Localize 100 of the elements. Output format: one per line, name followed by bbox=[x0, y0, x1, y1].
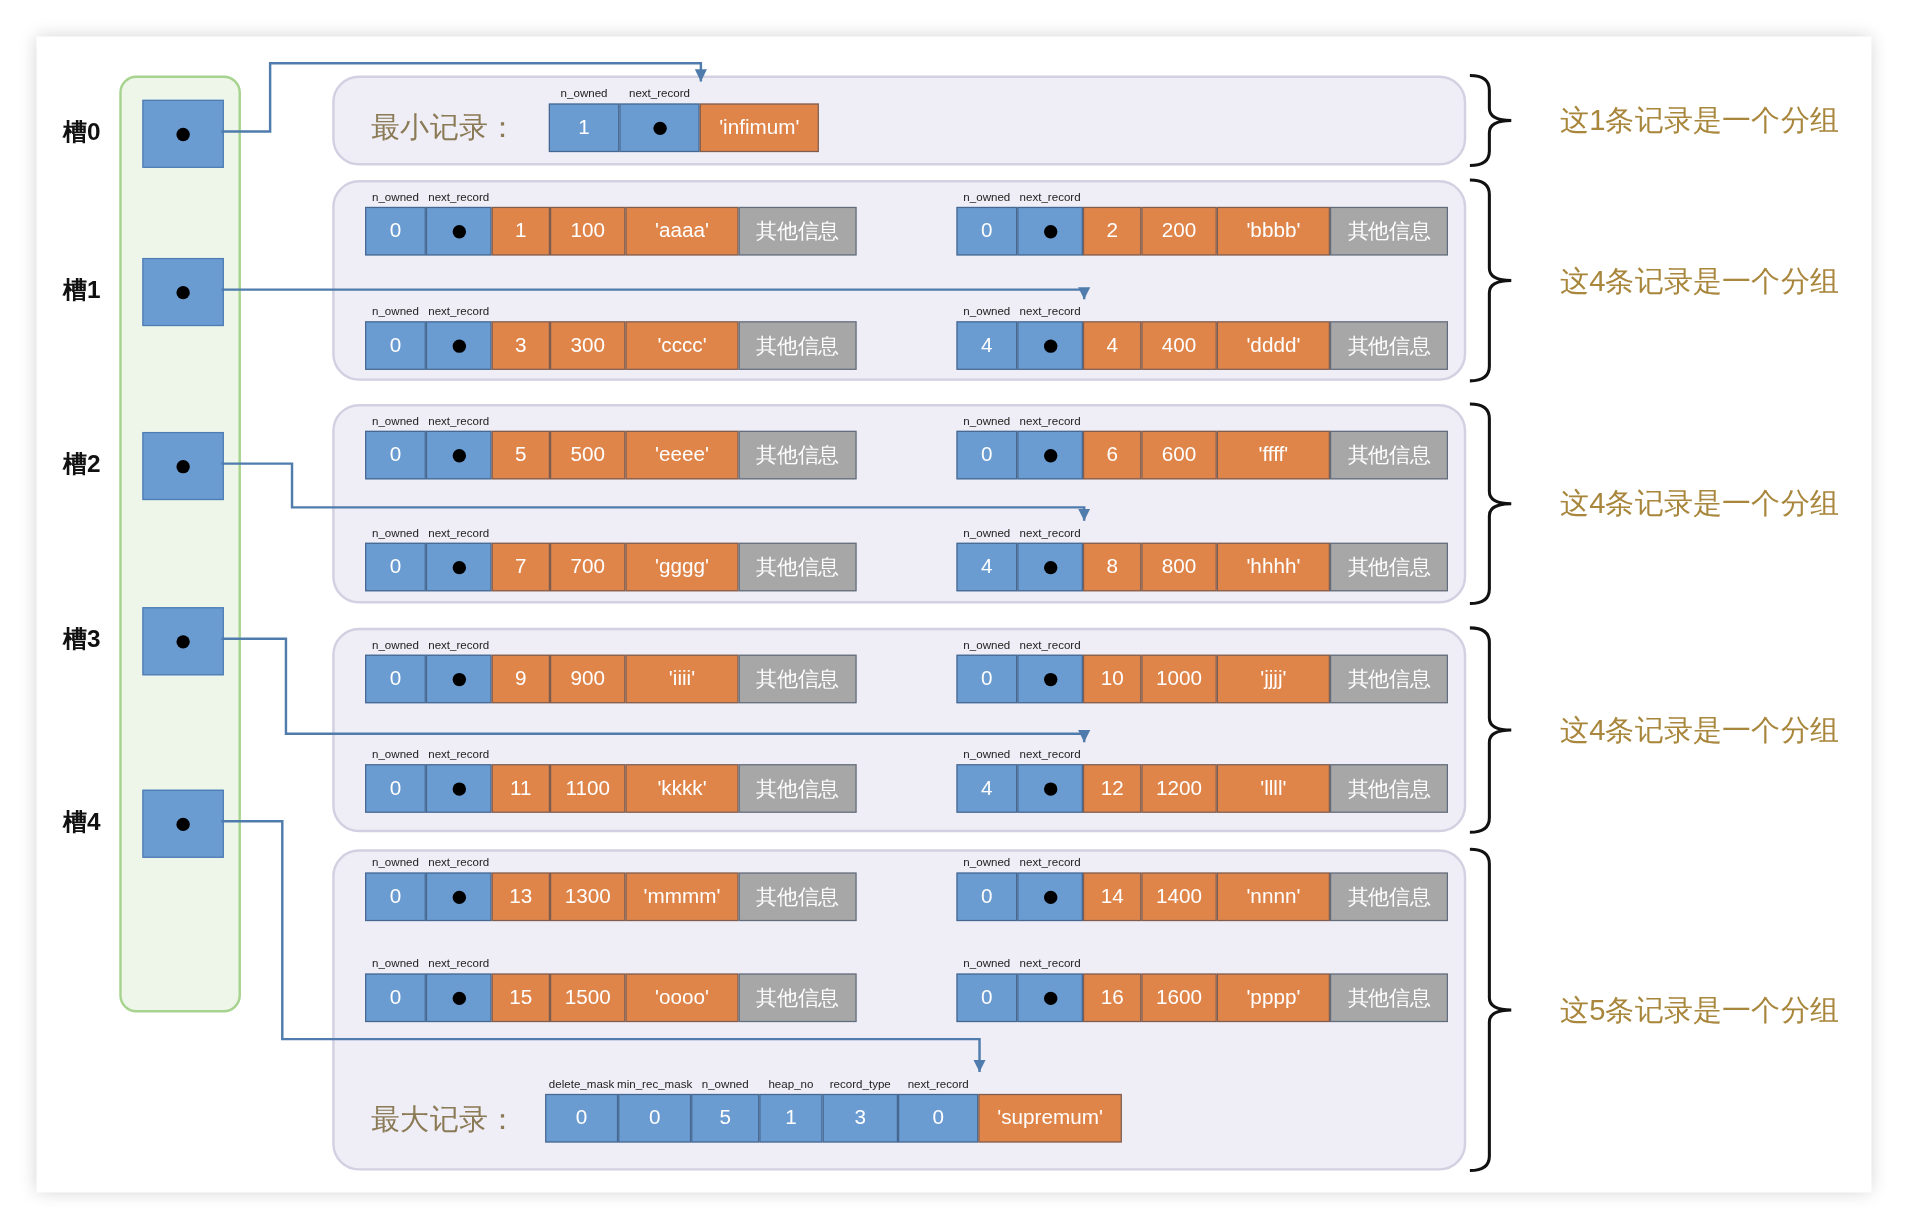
group-caption: 这4条记录是一个分组 bbox=[1559, 262, 1839, 299]
data-field: 3 bbox=[491, 321, 550, 370]
header-field: 0 bbox=[365, 764, 426, 813]
field-label: n_owned bbox=[372, 955, 419, 971]
field-label: n_owned bbox=[372, 188, 419, 205]
arrow bbox=[221, 637, 1091, 743]
field-label: next_record bbox=[629, 85, 691, 101]
data-field: 300 bbox=[550, 321, 626, 370]
field-label: next_record bbox=[428, 524, 490, 541]
field-label: next_record bbox=[428, 955, 490, 971]
field-label: next_record bbox=[1019, 303, 1081, 319]
field-label: n_owned bbox=[963, 303, 1011, 319]
group-caption: 这5条记录是一个分组 bbox=[1559, 991, 1839, 1028]
field-label: next_record bbox=[1019, 636, 1081, 653]
field-label: n_owned bbox=[963, 412, 1011, 429]
other-info-field: 其他信息 bbox=[1329, 542, 1448, 592]
slot-directory bbox=[119, 75, 241, 1013]
data-field: 'hhhh' bbox=[1216, 542, 1330, 592]
header-field: 0 bbox=[956, 973, 1018, 1023]
field-label: next_record bbox=[1019, 854, 1081, 870]
header-field: 0 bbox=[898, 1093, 979, 1143]
slot-box bbox=[142, 257, 224, 327]
data-field: 8 bbox=[1082, 542, 1142, 592]
header-field: 3 bbox=[822, 1093, 898, 1143]
data-field: 'ffff' bbox=[1216, 430, 1330, 480]
other-info-field: 其他信息 bbox=[738, 430, 857, 480]
header-field: 0 bbox=[365, 321, 426, 370]
header-field: 0 bbox=[365, 872, 426, 922]
data-field: 'llll' bbox=[1216, 764, 1330, 813]
field-label: next_record bbox=[1019, 524, 1081, 541]
data-field: 700 bbox=[550, 542, 626, 592]
data-field: 'jjjj' bbox=[1216, 654, 1330, 704]
slot-label: 槽4 bbox=[61, 806, 102, 837]
arrow bbox=[221, 287, 1091, 300]
data-field: 'supremum' bbox=[978, 1093, 1122, 1143]
data-field: 'pppp' bbox=[1216, 973, 1330, 1023]
arrow bbox=[221, 62, 707, 133]
header-field: 4 bbox=[956, 542, 1018, 592]
data-field: 16 bbox=[1082, 973, 1142, 1023]
slot-box bbox=[142, 99, 224, 168]
field-label: n_owned bbox=[963, 636, 1011, 653]
group-band bbox=[332, 627, 1467, 833]
field-label: n_owned bbox=[963, 854, 1011, 870]
header-field: 0 bbox=[956, 430, 1018, 480]
data-field: 'infimum' bbox=[699, 103, 819, 153]
data-field: 10 bbox=[1082, 654, 1142, 704]
header-field: 0 bbox=[956, 206, 1018, 256]
data-field: 5 bbox=[491, 430, 550, 480]
data-field: 100 bbox=[550, 206, 626, 256]
field-label: next_record bbox=[428, 746, 490, 762]
data-field: 1500 bbox=[550, 973, 626, 1023]
header-field: 0 bbox=[365, 206, 426, 256]
header-field: 4 bbox=[956, 321, 1018, 370]
field-label: n_owned bbox=[963, 746, 1011, 762]
other-info-field: 其他信息 bbox=[738, 654, 857, 704]
data-field: 'dddd' bbox=[1216, 321, 1330, 370]
header-field: 0 bbox=[365, 430, 426, 480]
header-field: 0 bbox=[956, 872, 1018, 922]
arrow bbox=[221, 462, 1091, 521]
other-info-field: 其他信息 bbox=[1329, 872, 1448, 922]
header-field: 5 bbox=[691, 1093, 760, 1143]
slot-box bbox=[142, 607, 224, 676]
header-field: 0 bbox=[365, 542, 426, 592]
data-field: 'kkkk' bbox=[625, 764, 739, 813]
slot-box bbox=[142, 431, 224, 501]
data-field: 9 bbox=[491, 654, 550, 704]
header-field: 0 bbox=[365, 973, 426, 1023]
group-caption: 这4条记录是一个分组 bbox=[1559, 485, 1839, 522]
field-label: next_record bbox=[907, 1075, 969, 1092]
data-field: 'mmmm' bbox=[625, 872, 739, 922]
slot-label: 槽3 bbox=[61, 624, 102, 655]
other-info-field: 其他信息 bbox=[1329, 764, 1448, 813]
data-field: 'iiii' bbox=[625, 654, 739, 704]
field-label: record_type bbox=[829, 1075, 891, 1092]
header-field: 0 bbox=[545, 1093, 619, 1143]
field-label: next_record bbox=[428, 303, 490, 319]
field-label: next_record bbox=[428, 636, 490, 653]
data-field: 'bbbb' bbox=[1216, 206, 1330, 256]
field-label: n_owned bbox=[372, 412, 419, 429]
field-label: n_owned bbox=[963, 955, 1011, 971]
data-field: 1100 bbox=[550, 764, 626, 813]
data-field: 'oooo' bbox=[625, 973, 739, 1023]
group-band bbox=[332, 404, 1467, 604]
slot-label: 槽0 bbox=[61, 117, 102, 147]
other-info-field: 其他信息 bbox=[738, 321, 857, 370]
data-field: 13 bbox=[491, 872, 550, 922]
field-label: next_record bbox=[1019, 188, 1081, 205]
field-label: n_owned bbox=[560, 85, 608, 101]
data-field: 1400 bbox=[1141, 872, 1217, 922]
data-field: 'nnnn' bbox=[1216, 872, 1330, 922]
data-field: 'cccc' bbox=[625, 321, 739, 370]
data-field: 7 bbox=[491, 542, 550, 592]
arrow bbox=[221, 820, 986, 1072]
data-field: 1200 bbox=[1141, 764, 1217, 813]
data-field: 'gggg' bbox=[625, 542, 739, 592]
data-field: 4 bbox=[1082, 321, 1142, 370]
header-field: 1 bbox=[548, 103, 620, 153]
field-label: n_owned bbox=[963, 188, 1011, 205]
data-field: 'aaaa' bbox=[625, 206, 739, 256]
group-band bbox=[332, 849, 1467, 1171]
